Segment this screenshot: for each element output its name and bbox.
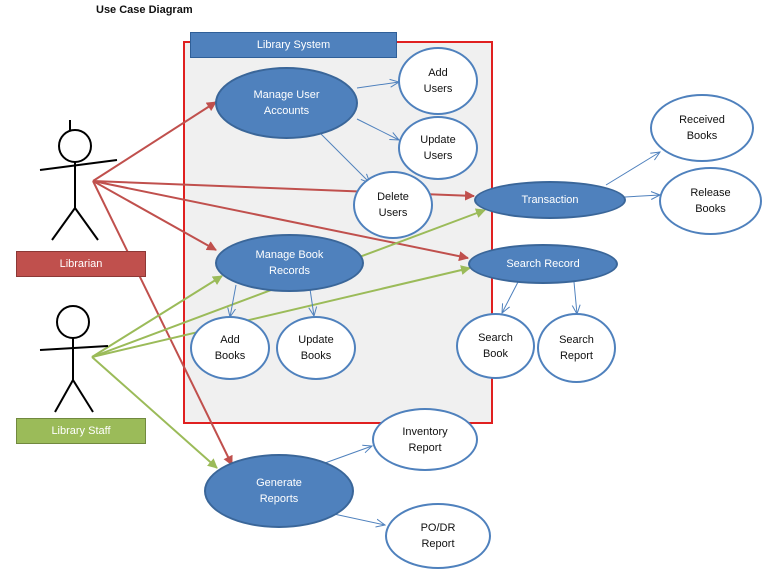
manage-users-to-update-users [356, 118, 399, 140]
librarian-to-generate-reports [92, 180, 233, 466]
use-case-delete-users: Delete Users [353, 171, 433, 239]
use-case-update-users: Update Users [398, 116, 478, 180]
search-record-to-search-report [574, 281, 577, 314]
staff-to-manage-book-records [91, 275, 223, 358]
use-case-add-books: Add Books [190, 316, 270, 380]
staff-to-search-record [91, 265, 471, 358]
use-case-search-book: Search Book [456, 313, 535, 379]
transaction-to-release-books [624, 195, 660, 197]
use-case-manage-user-accounts: Manage User Accounts [215, 67, 358, 139]
use-case-manage-book-records: Manage Book Records [215, 234, 364, 292]
use-case-update-books: Update Books [276, 316, 356, 380]
use-case-generate-reports: Generate Reports [204, 454, 354, 528]
staff-actor-figure [39, 305, 109, 413]
use-case-podr-report: PO/DR Report [385, 503, 491, 569]
use-case-search-record: Search Record [468, 244, 618, 284]
transaction-to-received-books [605, 152, 660, 186]
librarian-to-manage-book-records [92, 180, 217, 251]
manage-books-to-add-books [230, 284, 237, 317]
staff-to-generate-reports [91, 356, 218, 469]
use-case-received-books: Received Books [650, 94, 754, 162]
librarian-to-manage-user-accounts [92, 101, 217, 182]
use-case-transaction: Transaction [474, 181, 626, 219]
manage-books-to-update-books [310, 288, 314, 316]
use-case-search-report: Search Report [537, 313, 616, 383]
manage-users-to-add-users [356, 82, 399, 89]
manage-users-to-delete-users [319, 132, 370, 183]
generate-reports-to-inventory-report [324, 446, 372, 464]
system-label: Library System [190, 32, 397, 58]
diagram-title: Use Case Diagram [96, 4, 193, 16]
use-case-inventory-report: Inventory Report [372, 408, 478, 471]
use-case-add-users: Add Users [398, 47, 478, 115]
librarian-to-search-record [92, 180, 469, 262]
library-staff-label: Library Staff [16, 418, 146, 444]
use-case-release-books: Release Books [659, 167, 762, 235]
librarian-label: Librarian [16, 251, 146, 277]
librarian-actor-figure [39, 120, 118, 241]
search-record-to-search-book [502, 281, 519, 313]
